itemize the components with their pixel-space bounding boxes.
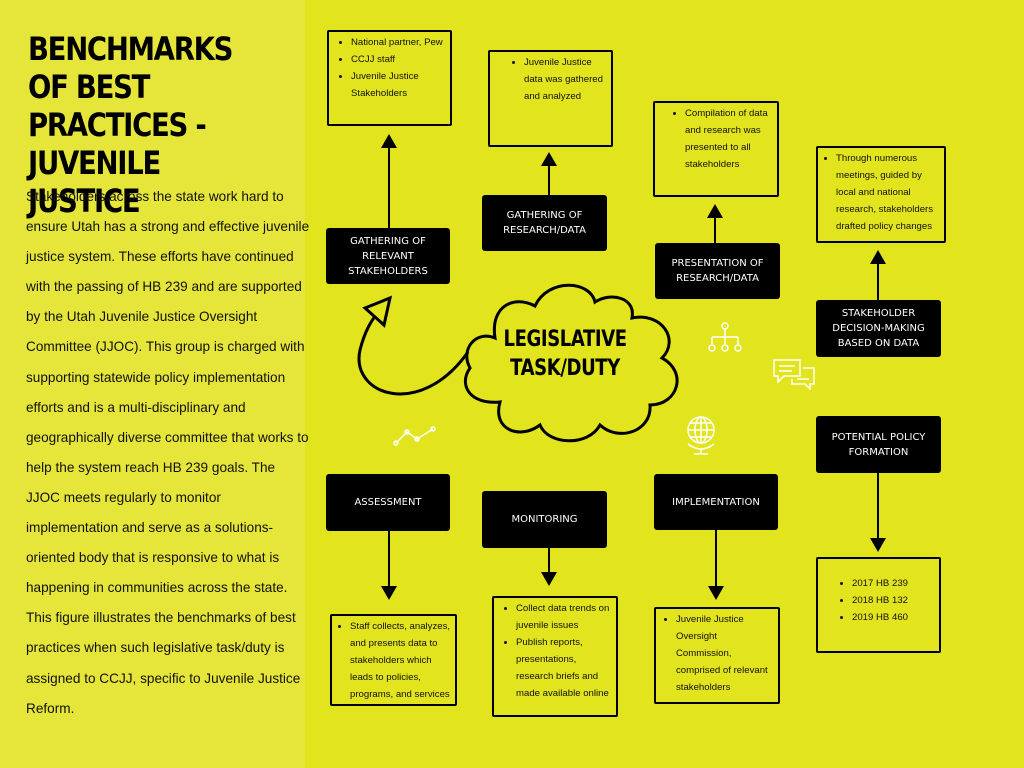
center-label: LEGISLATIVE TASK/DUTY	[503, 325, 628, 383]
note-item: Through numerous meetings, guided by loc…	[836, 150, 940, 235]
note-monitoring: Collect data trends on juvenile issues P…	[492, 596, 618, 717]
curved-arrow	[357, 311, 470, 396]
note-item: Collect data trends on juvenile issues	[516, 600, 612, 634]
globe-icon	[687, 416, 715, 455]
note-stakeholders: National partner, Pew CCJJ staff Juvenil…	[327, 30, 452, 126]
note-research: Juvenile Justice data was gathered and a…	[488, 50, 613, 147]
center-line-1: LEGISLATIVE	[503, 327, 628, 352]
center-line-2: TASK/DUTY	[510, 356, 620, 381]
note-item: Juvenile Justice Oversight Commission, c…	[676, 611, 774, 696]
note-item: Publish reports, presentations, research…	[516, 634, 612, 702]
note-item: Staff collects, analyzes, and presents d…	[350, 618, 451, 703]
note-presentation: Compilation of data and research was pre…	[653, 101, 779, 197]
step-implementation: IMPLEMENTATION	[654, 474, 778, 530]
note-item: Compilation of data and research was pre…	[685, 105, 773, 173]
step-monitoring: MONITORING	[482, 491, 607, 548]
page-title: BENCHMARKS OF BEST PRACTICES - JUVENILE …	[28, 30, 233, 220]
note-decision: Through numerous meetings, guided by loc…	[816, 146, 946, 243]
left-panel	[0, 0, 305, 768]
line-graph-icon	[393, 426, 436, 446]
note-item: Juvenile Justice Stakeholders	[351, 68, 446, 102]
note-assessment: Staff collects, analyzes, and presents d…	[330, 614, 457, 706]
note-item: Juvenile Justice data was gathered and a…	[524, 54, 607, 105]
chat-bubbles-icon	[773, 359, 815, 390]
note-policy: 2017 HB 239 2018 HB 132 2019 HB 460	[816, 557, 941, 653]
curved-arrow-head	[362, 295, 393, 328]
note-implementation: Juvenile Justice Oversight Commission, c…	[654, 607, 780, 704]
note-item: National partner, Pew	[351, 34, 446, 51]
org-chart-icon	[708, 322, 742, 352]
note-item: 2017 HB 239	[852, 575, 935, 592]
cloud-shape	[463, 283, 679, 443]
note-item: CCJJ staff	[351, 51, 446, 68]
note-item: 2018 HB 132	[852, 592, 935, 609]
intro-text: Stakeholders across the state work hard …	[26, 189, 310, 716]
step-assessment: ASSESSMENT	[326, 474, 450, 531]
note-item: 2019 HB 460	[852, 609, 935, 626]
